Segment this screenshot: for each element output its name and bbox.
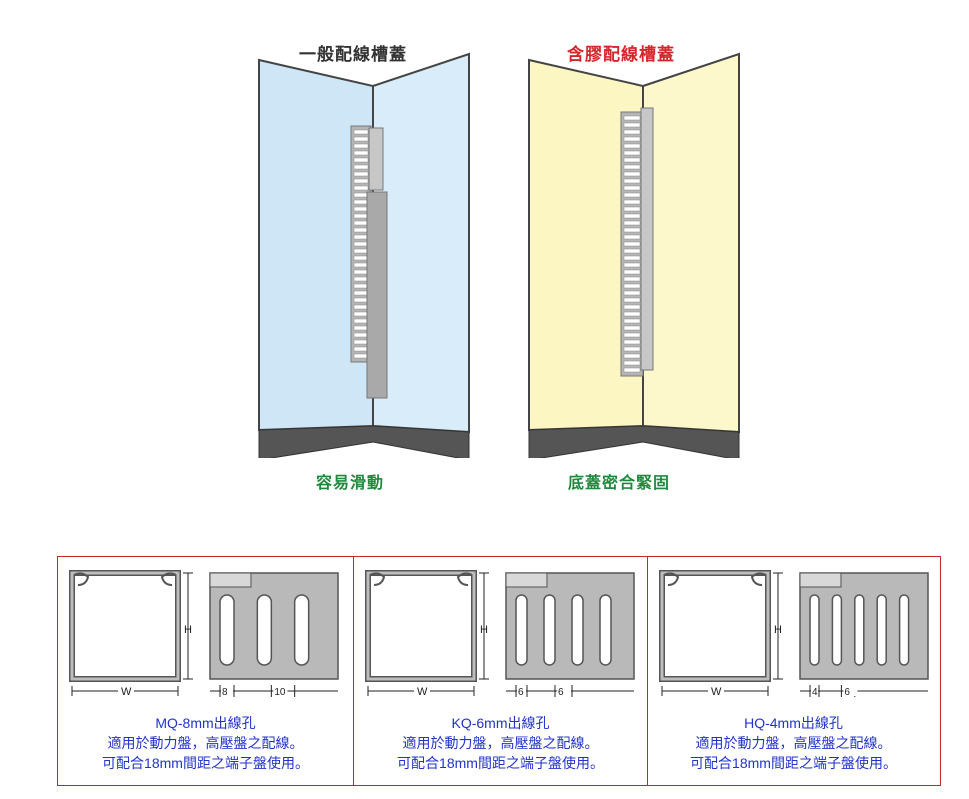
dim-hole-label: 4 [812, 687, 818, 698]
illustration-glue-cover [528, 52, 740, 458]
profile-table: H W 8 10 MQ-8mm出線孔 適用於動力盤，高壓盤之配線。 可配合18mm間距… [57, 556, 941, 786]
illustration-normal-cover [258, 52, 470, 458]
profile-usage: 適用於動力盤，高壓盤之配線。 [695, 735, 892, 751]
caption-glue: 底蓋密合緊固 [568, 473, 671, 492]
dim-hole-label: 6 [518, 687, 524, 698]
profile-cell-mq: H W 8 10 MQ-8mm出線孔 適用於動力盤，高壓盤之配線。 可配合18mm間距… [58, 557, 353, 785]
duct-slots-left [353, 129, 369, 359]
panel-title-normal: 一般配線槽蓋 [299, 45, 407, 65]
dim-gap-label: 10 [274, 687, 286, 698]
dim-width-label: W [417, 686, 428, 698]
dim-gap-label: 6 [558, 687, 564, 698]
profile-cell-hq: H W 4 6 HQ-4mm出線孔 適用於動力盤，高壓盤之配線。 可配合18mm間距之… [647, 557, 939, 785]
profile-usage: 適用於動力盤，高壓盤之配線。 [107, 735, 304, 751]
profile-pitch: 可配合18mm間距之端子盤使用。 [397, 755, 604, 771]
profile-pitch: 可配合18mm間距之端子盤使用。 [690, 755, 897, 771]
dim-gap-label: 6 [844, 687, 850, 698]
dim-width-label: W [711, 686, 722, 698]
dim-height-label: H [184, 624, 192, 636]
profile-cell-kq: H W 6 6 KQ-6mm出線孔 適用於動力盤，高壓盤之配線。 可配合18mm間距之… [353, 557, 647, 785]
profile-model: HQ-4mm出線孔 [744, 715, 843, 731]
dim-height-label: H [774, 624, 782, 636]
profile-drawing-mq: H W 8 10 [69, 570, 339, 698]
dim-width-label: W [121, 686, 132, 698]
profile-drawing-hq: H W 4 6 [659, 570, 929, 698]
caption-normal: 容易滑動 [316, 473, 385, 492]
profile-drawing-kq: H W 6 6 [365, 570, 635, 698]
dim-hole-label: 8 [222, 687, 228, 698]
panel-title-glue: 含膠配線槽蓋 [567, 45, 675, 65]
dim-height-label: H [480, 624, 488, 636]
profile-model: MQ-8mm出線孔 [155, 715, 256, 731]
profile-usage: 適用於動力盤，高壓盤之配線。 [402, 735, 599, 751]
profile-model: KQ-6mm出線孔 [451, 715, 550, 731]
profile-pitch: 可配合18mm間距之端子盤使用。 [102, 755, 309, 771]
